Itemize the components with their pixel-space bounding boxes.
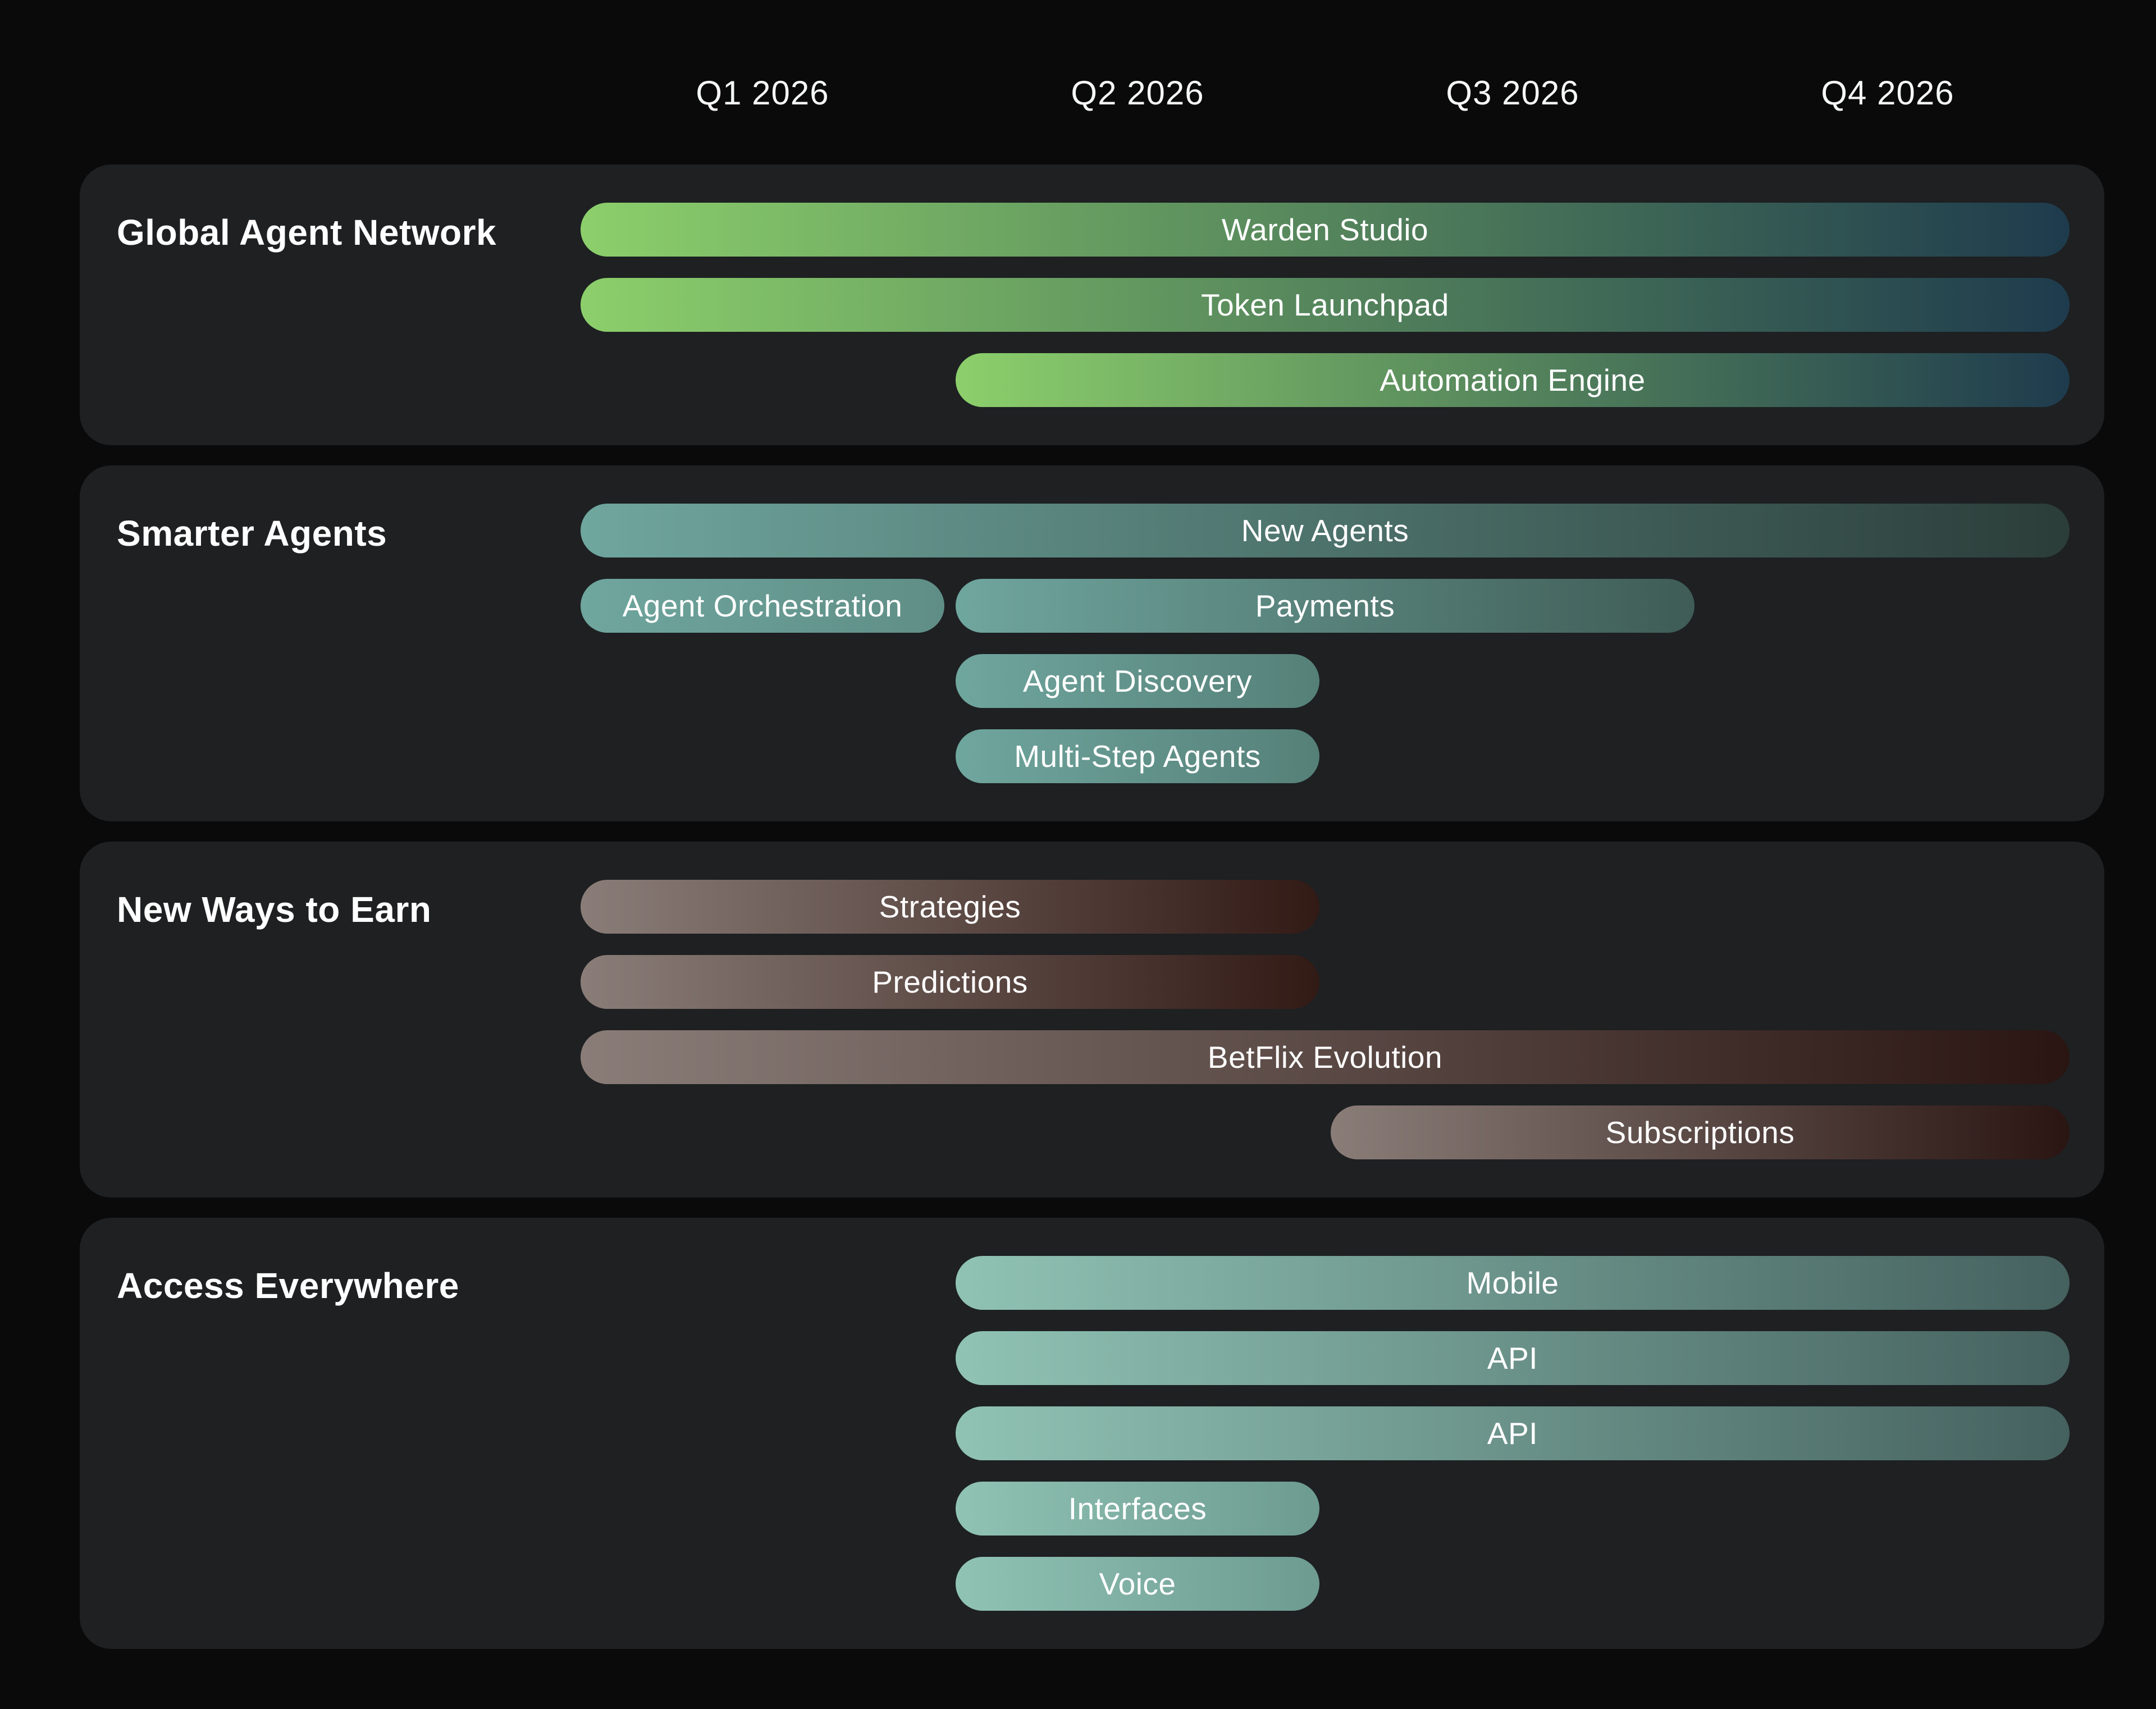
- quarter-label-q1-2026: Q1 2026: [575, 62, 950, 124]
- bar-betflix-evolution: BetFlix Evolution: [581, 1030, 2070, 1084]
- bar-label-subscriptions: Subscriptions: [1606, 1114, 1795, 1150]
- section-title-smarter-agents: Smarter Agents: [117, 513, 387, 554]
- bar-label-api: API: [1487, 1415, 1538, 1451]
- bar-label-interfaces: Interfaces: [1068, 1491, 1207, 1527]
- section-smarter-agents: Smarter Agents New AgentsAgent Orchestrat…: [80, 465, 2104, 821]
- bar-voice: Voice: [956, 1557, 1319, 1611]
- quarter-label-q3-2026: Q3 2026: [1325, 62, 1700, 124]
- bar-label-multi-step-agents: Multi-Step Agents: [1014, 738, 1261, 774]
- bar-api: API: [956, 1331, 2070, 1385]
- bar-label-warden-studio: Warden Studio: [1222, 212, 1428, 248]
- bar-label-voice: Voice: [1099, 1566, 1176, 1602]
- bar-label-agent-orchestration: Agent Orchestration: [623, 588, 903, 624]
- bar-interfaces: Interfaces: [956, 1482, 1319, 1536]
- bar-label-predictions: Predictions: [872, 964, 1028, 1000]
- bar-label-payments: Payments: [1255, 588, 1395, 624]
- timeline-header: Q1 2026Q2 2026Q3 2026Q4 2026: [575, 62, 2075, 124]
- bar-strategies: Strategies: [581, 880, 1319, 934]
- bar-token-launchpad: Token Launchpad: [581, 278, 2070, 332]
- bar-label-new-agents: New Agents: [1241, 513, 1409, 549]
- bar-new-agents: New Agents: [581, 504, 2070, 558]
- section-new-ways-to-earn: New Ways to Earn StrategiesPredictionsBet…: [80, 842, 2104, 1198]
- bar-agent-discovery: Agent Discovery: [956, 654, 1319, 708]
- roadmap-sections: Global Agent Network Warden StudioToken L…: [80, 164, 2104, 1649]
- bar-warden-studio: Warden Studio: [581, 203, 2070, 257]
- bar-api: API: [956, 1406, 2070, 1460]
- bar-label-strategies: Strategies: [879, 889, 1021, 925]
- bar-automation-engine: Automation Engine: [956, 353, 2070, 407]
- section-title-new-ways-to-earn: New Ways to Earn: [117, 889, 431, 930]
- bar-label-betflix-evolution: BetFlix Evolution: [1208, 1039, 1442, 1075]
- bar-label-agent-discovery: Agent Discovery: [1023, 663, 1252, 699]
- bar-agent-orchestration: Agent Orchestration: [581, 579, 944, 633]
- section-global-agent-network: Global Agent Network Warden StudioToken L…: [80, 164, 2104, 445]
- bar-label-automation-engine: Automation Engine: [1380, 362, 1645, 398]
- section-title-access-everywhere: Access Everywhere: [117, 1265, 459, 1306]
- bar-multi-step-agents: Multi-Step Agents: [956, 729, 1319, 783]
- bar-label-mobile: Mobile: [1466, 1265, 1559, 1301]
- section-title-global-agent-network: Global Agent Network: [117, 212, 496, 253]
- bar-mobile: Mobile: [956, 1256, 2070, 1310]
- bar-label-token-launchpad: Token Launchpad: [1201, 287, 1449, 323]
- bar-payments: Payments: [956, 579, 1694, 633]
- quarter-label-q2-2026: Q2 2026: [950, 62, 1325, 124]
- bar-label-api: API: [1487, 1340, 1538, 1376]
- bar-subscriptions: Subscriptions: [1331, 1105, 2070, 1159]
- bar-predictions: Predictions: [581, 955, 1319, 1009]
- section-access-everywhere: Access Everywhere MobileAPI API InterfacesV…: [80, 1218, 2104, 1649]
- quarter-label-q4-2026: Q4 2026: [1700, 62, 2075, 124]
